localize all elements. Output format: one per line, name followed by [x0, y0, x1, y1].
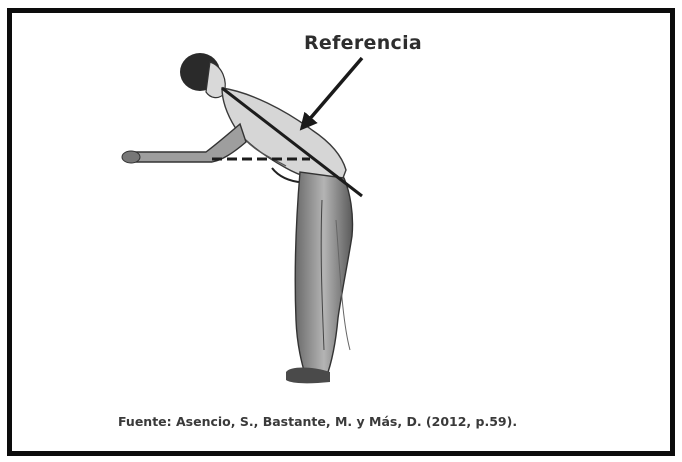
figure-caption: Fuente: Asencio, S., Bastante, M. y Más,…: [118, 414, 517, 429]
arrow-icon: [302, 58, 362, 128]
person-figure: [122, 53, 353, 383]
arm: [123, 124, 246, 162]
reference-label: Referencia: [304, 32, 422, 54]
